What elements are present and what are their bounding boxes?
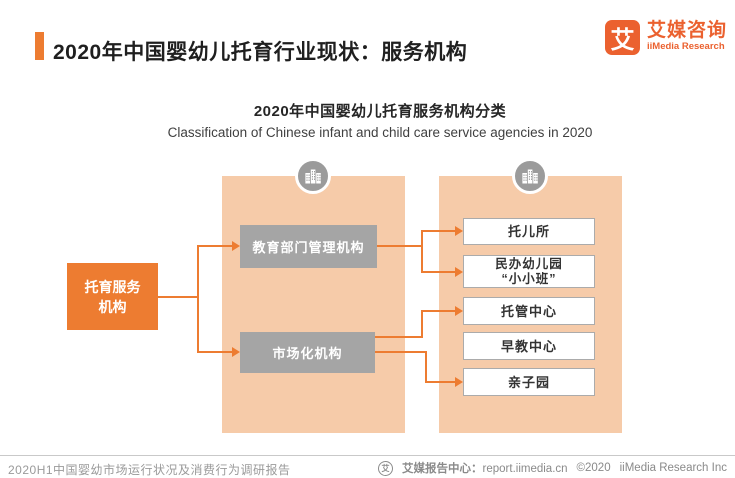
footer-url[interactable]: report.iimedia.cn (482, 463, 568, 475)
iimedia-logo-text: 艾媒咨询 iiMedia Research (647, 20, 727, 53)
chart-title-block: 2020年中国婴幼儿托育服务机构分类 Classification of Chi… (60, 100, 700, 140)
footer-center-line: 艾媒报告中心：report.iimedia.cn (402, 460, 568, 476)
arrowhead (455, 267, 463, 277)
node-root: 托育服务 机构 (67, 263, 158, 330)
connector-line (375, 351, 427, 353)
footer-center-label: 艾媒报告中心： (402, 463, 483, 475)
node-parent-child-garden: 亲子园 (463, 368, 595, 396)
connector-line (375, 336, 423, 338)
page-title: 2020年中国婴幼儿托育行业现状：服务机构 (53, 41, 468, 64)
node-private-kindergarten: 民办幼儿园 “小小班” (463, 255, 595, 288)
footer-credits: 艾 艾媒报告中心：report.iimedia.cn ©2020 iiMedia… (378, 460, 727, 476)
iimedia-logo: 艾 艾媒咨询 iiMedia Research (605, 20, 727, 55)
panel-managed-agencies (222, 176, 405, 433)
arrowhead (232, 347, 240, 357)
chart-title-en: Classification of Chinese infant and chi… (167, 125, 593, 140)
connector-line (421, 232, 423, 273)
arrowhead (455, 306, 463, 316)
iimedia-badge-icon: 艾 (378, 460, 394, 476)
node-daycare-center: 托管中心 (463, 297, 595, 325)
chart-title-cn: 2020年中国婴幼儿托育服务机构分类 (253, 103, 507, 120)
arrowhead (455, 377, 463, 387)
node-early-education-center: 早教中心 (463, 332, 595, 360)
footer-company: iiMedia Research Inc (619, 462, 727, 474)
logo-name-cn: 艾媒咨询 (647, 20, 728, 41)
arrowhead (232, 241, 240, 251)
footer-report-title: 2020H1中国婴幼市场运行状况及消费行为调研报告 (8, 463, 291, 477)
connector-line (377, 245, 423, 247)
building-icon-glyph (305, 169, 321, 184)
footer-divider (0, 455, 735, 456)
building-icon (512, 158, 548, 194)
connector-line (421, 310, 423, 338)
connector-line (421, 271, 455, 273)
connector-line (197, 246, 199, 353)
logo-name-en: iiMedia Research (647, 41, 725, 52)
title-accent-bar (35, 32, 44, 60)
connector-line (421, 230, 455, 232)
connector-line (158, 296, 198, 298)
node-market-oriented: 市场化机构 (240, 332, 375, 373)
node-nursery: 托儿所 (463, 218, 595, 245)
iimedia-logo-icon: 艾 (605, 20, 640, 55)
connector-line (197, 351, 233, 353)
building-icon-glyph (522, 169, 538, 184)
connector-line (425, 351, 427, 383)
building-icon (295, 158, 331, 194)
footer-copyright: ©2020 (576, 462, 611, 474)
connector-line (425, 381, 455, 383)
arrowhead (455, 226, 463, 236)
connector-line (421, 310, 455, 312)
connector-line (197, 245, 233, 247)
node-education-managed: 教育部门管理机构 (240, 225, 377, 268)
